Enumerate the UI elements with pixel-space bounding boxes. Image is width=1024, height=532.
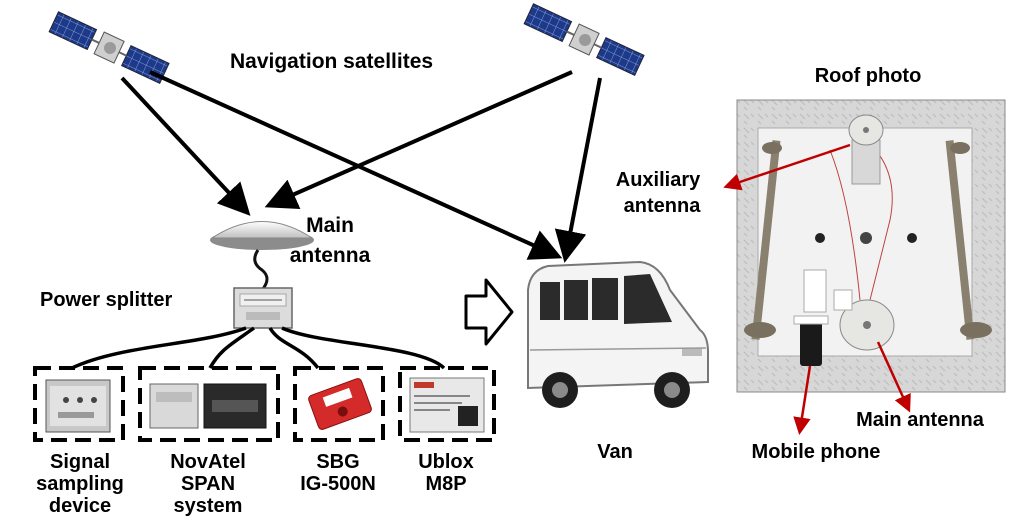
power-splitter-label: Power splitter — [40, 289, 172, 311]
device-box-novatel-span — [138, 366, 280, 442]
device-label-3-line2: IG-500N — [300, 473, 376, 495]
device-labels: Signal sampling device NovAtel SPAN syst… — [36, 451, 474, 517]
device-label-1-line3: device — [49, 495, 111, 517]
satellite-icon — [523, 3, 645, 76]
roof-photo-label: Roof photo — [815, 65, 922, 87]
main-antenna-label-line2: antenna — [290, 244, 371, 267]
van-icon — [527, 260, 709, 408]
main-antenna-on-roof — [839, 299, 895, 351]
hollow-arrow-icon — [464, 278, 514, 346]
device-box-sbg — [293, 366, 385, 442]
device-label-4-line2: M8P — [425, 473, 466, 495]
device-label-3-line1: SBG — [316, 451, 359, 473]
arrow-sat1-to-main-antenna — [120, 76, 251, 216]
cables — [71, 326, 446, 370]
auxiliary-antenna-label-line2: antenna — [624, 195, 702, 217]
mobile-phone-label: Mobile phone — [752, 441, 881, 463]
van-label: Van — [597, 441, 633, 463]
device-label-2-line2: SPAN — [181, 473, 235, 495]
device-label-1-line1: Signal — [50, 451, 110, 473]
device-label-2-line1: NovAtel — [170, 451, 246, 473]
roof-main-antenna-label: Main antenna — [856, 409, 985, 431]
callout-main-antenna — [876, 341, 911, 413]
navigation-satellites-label: Navigation satellites — [230, 50, 433, 73]
device-label-4-line1: Ublox — [418, 451, 474, 473]
arrow-sat1-to-van — [149, 70, 563, 260]
roof-photo-image — [736, 99, 1006, 393]
device-label-2-line3: system — [174, 495, 243, 517]
auxiliary-antenna-label-line1: Auxiliary — [616, 169, 701, 191]
arrow-sat2-to-main-antenna — [264, 70, 573, 209]
arrow-sat2-to-van — [554, 77, 602, 263]
signal-arrows — [120, 70, 602, 263]
power-splitter-icon — [233, 287, 293, 329]
callout-mobile-phone — [793, 365, 812, 435]
callout-auxiliary-antenna — [723, 143, 851, 191]
device-label-1-line2: sampling — [36, 473, 124, 495]
main-antenna-label-line1: Main — [306, 214, 354, 237]
device-box-signal-sampling — [33, 366, 125, 442]
device-box-ublox — [398, 366, 496, 442]
mobile-phone-on-roof — [800, 322, 822, 366]
auxiliary-antenna-on-roof — [848, 114, 884, 185]
gnss-antenna-icon — [210, 221, 314, 291]
